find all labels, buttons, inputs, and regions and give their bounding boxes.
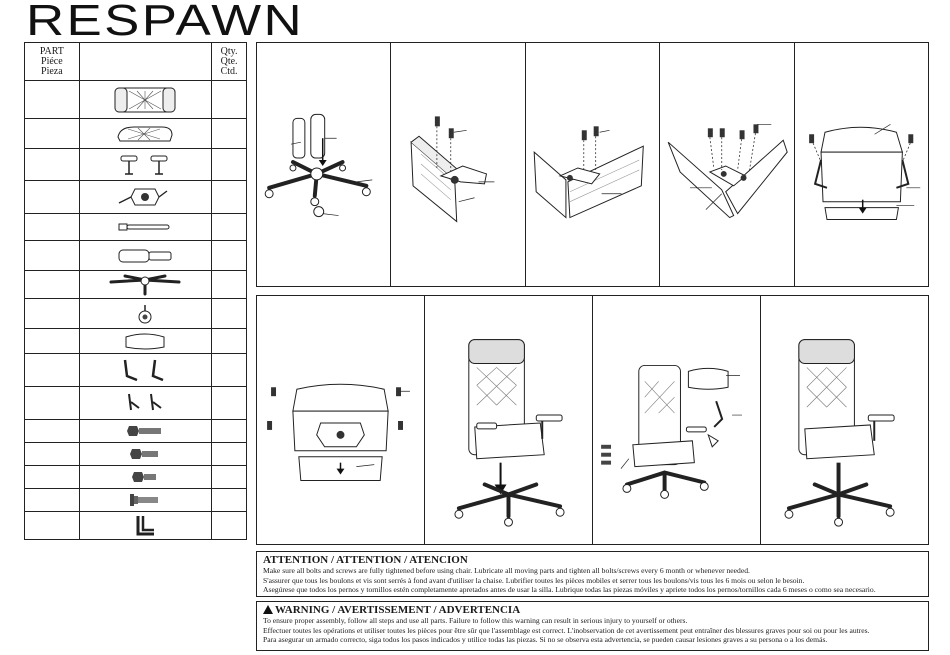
table-row bbox=[24, 511, 247, 540]
table-row bbox=[24, 328, 247, 354]
parts-table: PART Piéce Pieza Qty. Qte. Ctd. bbox=[24, 42, 247, 540]
short-bolt-icon bbox=[132, 472, 157, 482]
attention-line-en: Make sure all bolts and screws are fully… bbox=[263, 566, 750, 575]
headrest-covers-illustration bbox=[601, 364, 742, 499]
table-row bbox=[24, 80, 247, 119]
header-qty: Qty. Qte. Ctd. bbox=[211, 42, 247, 81]
warning-line-fr: Effectuer toutes les opérations et utili… bbox=[263, 625, 870, 635]
table-row bbox=[24, 353, 247, 387]
small-brackets-icon bbox=[128, 393, 163, 411]
warning-line-en: To ensure proper assembly, follow all st… bbox=[263, 616, 688, 625]
table-row bbox=[24, 442, 247, 466]
table-row bbox=[24, 488, 247, 512]
table-row bbox=[24, 148, 247, 181]
finished-chair-illustration bbox=[784, 339, 895, 527]
table-row bbox=[24, 465, 247, 489]
join-back-seat-illustration bbox=[667, 123, 788, 219]
attention-title: ATTENTION / ATTENTION / ATENCION bbox=[263, 554, 468, 566]
warning-title: WARNING / AVERTISSEMENT / ADVERTENCIA bbox=[275, 604, 521, 616]
table-row bbox=[24, 386, 247, 420]
steps-row-2 bbox=[256, 295, 929, 545]
side-brackets-icon bbox=[124, 359, 164, 382]
table-row bbox=[24, 419, 247, 443]
backrest-icon bbox=[114, 87, 176, 112]
attention-line-es: Asegúrese que todos los pernos y tornill… bbox=[263, 585, 876, 595]
long-bolt-icon bbox=[127, 426, 162, 436]
header-part: PART Piéce Pieza bbox=[24, 42, 80, 81]
warning-triangle-icon bbox=[263, 605, 273, 614]
table-row bbox=[24, 270, 247, 299]
backrest-bracket-illustration bbox=[410, 116, 495, 223]
seat-bracket-illustration bbox=[533, 126, 644, 219]
washer-bolt-icon bbox=[130, 494, 159, 506]
mechanism-plate-icon bbox=[119, 188, 168, 206]
gas-cylinder-icon bbox=[118, 249, 172, 262]
mount-chair-illustration bbox=[454, 339, 565, 527]
step-9-panel bbox=[761, 296, 928, 544]
step-8-panel bbox=[593, 296, 761, 544]
table-row bbox=[24, 240, 247, 271]
step-1-panel bbox=[257, 43, 392, 286]
step-7-panel bbox=[425, 296, 593, 544]
step-6-panel bbox=[257, 296, 425, 544]
allen-wrench-icon bbox=[136, 515, 155, 535]
armrests-icon bbox=[120, 155, 168, 175]
steps-row-1 bbox=[256, 42, 929, 287]
warning-line-es: Para asegurar un armado correcto, siga t… bbox=[263, 635, 828, 645]
caster-icon bbox=[138, 304, 152, 323]
table-row bbox=[24, 180, 247, 214]
headrest-pillow-icon bbox=[125, 333, 165, 350]
step-3-panel bbox=[526, 43, 661, 286]
attention-line-fr: S'assurer que tous les boulons et vis so… bbox=[263, 575, 805, 585]
logo-text: RESPAWN bbox=[26, 2, 304, 38]
seat-cushion-icon bbox=[117, 126, 173, 141]
step-5-panel bbox=[795, 43, 928, 286]
step-2-panel bbox=[391, 43, 526, 286]
base-cylinder-caster-illustration bbox=[264, 113, 373, 218]
table-row bbox=[24, 118, 247, 149]
table-row bbox=[24, 213, 247, 241]
tilt-lever-icon bbox=[118, 223, 170, 231]
header-image bbox=[78, 42, 213, 81]
medium-bolt-icon bbox=[130, 449, 159, 459]
star-base-icon bbox=[109, 274, 181, 295]
respawn-logo: RESPAWN bbox=[26, 2, 304, 38]
attention-notice: ATTENTION / ATTENTION / ATENCION Make su… bbox=[256, 551, 929, 597]
mechanism-plate-illustration bbox=[267, 383, 410, 482]
table-row bbox=[24, 298, 247, 329]
warning-notice: WARNING / AVERTISSEMENT / ADVERTENCIA To… bbox=[256, 601, 929, 651]
parts-table-header: PART Piéce Pieza Qty. Qte. Ctd. bbox=[24, 42, 247, 81]
step-4-panel bbox=[660, 43, 795, 286]
armrest-attach-illustration bbox=[808, 124, 920, 221]
